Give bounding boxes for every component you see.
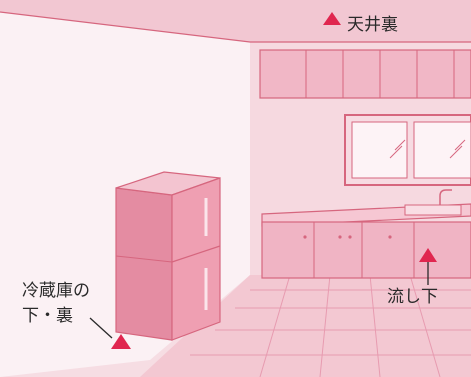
window <box>344 114 471 186</box>
ceiling-edge <box>0 11 471 43</box>
fridge-label-line1: 冷蔵庫の <box>22 281 90 301</box>
fridge-label-line2: 下・裏 <box>22 306 73 326</box>
ceiling-area <box>0 0 471 42</box>
refrigerator <box>115 171 221 341</box>
fridge-pointer-line <box>89 317 113 339</box>
kitchen-counter <box>261 189 471 279</box>
upper-cabinets <box>259 49 471 99</box>
floor <box>140 275 471 377</box>
ceiling-label: 天井裏 <box>347 15 398 35</box>
sink-label: 流し下 <box>387 287 438 307</box>
triangle-up-marker-icon <box>111 334 131 349</box>
triangle-up-marker-icon <box>323 12 341 25</box>
triangle-up-marker-icon <box>419 248 437 262</box>
